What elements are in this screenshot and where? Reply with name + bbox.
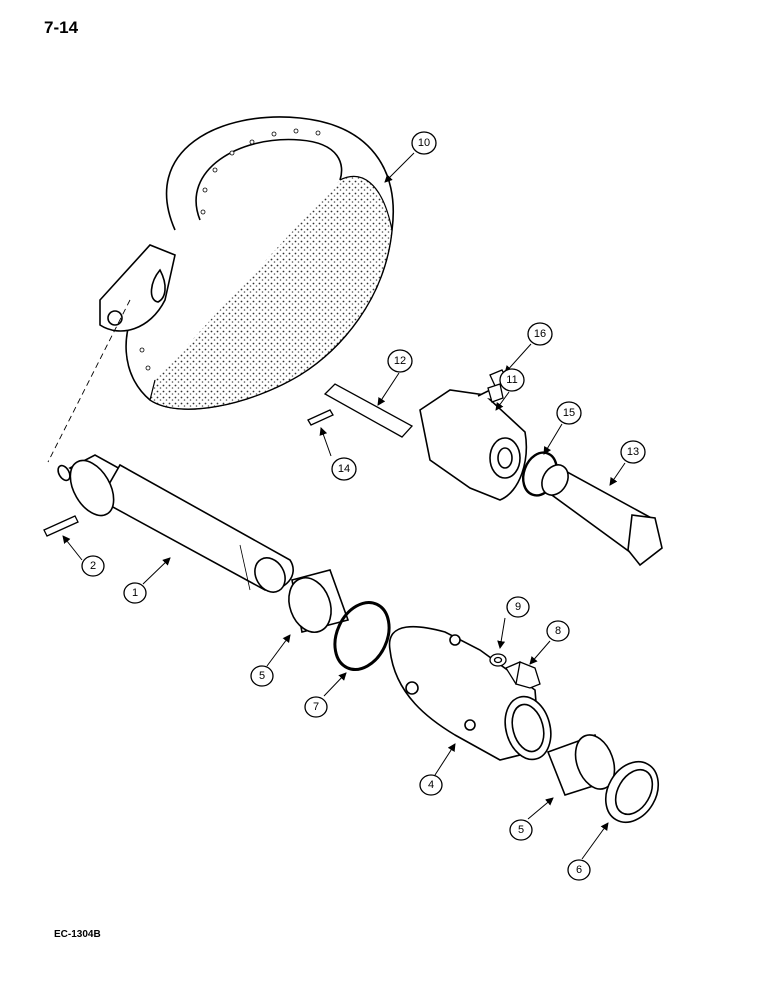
callout-8: 8 xyxy=(546,620,570,642)
callout-5-upper: 5 xyxy=(250,665,274,687)
roll-pin xyxy=(43,515,79,537)
callout-label: 11 xyxy=(506,374,517,386)
callout-13: 13 xyxy=(620,440,646,464)
bushing-upper xyxy=(288,569,350,633)
callout-10: 10 xyxy=(411,131,437,155)
callout-label: 4 xyxy=(428,779,434,791)
callout-label: 8 xyxy=(555,625,561,637)
alignment-dash-line xyxy=(47,299,131,463)
callout-1: 1 xyxy=(123,582,147,604)
brake-band xyxy=(99,116,394,410)
callout-label: 15 xyxy=(563,407,575,419)
bolt-8 xyxy=(505,661,541,689)
callout-14: 14 xyxy=(331,457,357,481)
callout-label: 10 xyxy=(418,137,430,149)
washer xyxy=(489,653,507,667)
callout-2: 2 xyxy=(81,555,105,577)
pin-12 xyxy=(323,383,414,438)
callout-label: 13 xyxy=(627,446,639,458)
callout-11: 11 xyxy=(499,368,525,392)
callout-6: 6 xyxy=(567,859,591,881)
callout-label: 7 xyxy=(313,701,319,713)
callout-label: 2 xyxy=(90,560,96,572)
callout-15: 15 xyxy=(556,401,582,425)
seal xyxy=(604,761,660,823)
pin-14 xyxy=(307,409,334,426)
callout-4: 4 xyxy=(419,774,443,796)
lever-11 xyxy=(419,388,528,501)
callout-label: 5 xyxy=(259,670,265,682)
callout-9: 9 xyxy=(506,596,530,618)
callout-label: 5 xyxy=(518,824,524,836)
housing xyxy=(388,625,552,761)
page-number: 7-14 xyxy=(44,18,79,37)
callout-label: 16 xyxy=(534,328,546,340)
callout-label: 1 xyxy=(132,587,138,599)
o-ring-large xyxy=(333,601,391,671)
figure-code: EC-1304B xyxy=(54,929,101,940)
callout-label: 12 xyxy=(394,355,406,367)
callout-12: 12 xyxy=(387,349,413,373)
callout-label: 9 xyxy=(515,601,521,613)
callout-label: 6 xyxy=(576,864,582,876)
bushing-lower xyxy=(546,733,616,796)
callout-5-lower: 5 xyxy=(509,819,533,841)
callout-7: 7 xyxy=(304,696,328,718)
shaft xyxy=(57,454,294,593)
callout-16: 16 xyxy=(527,322,553,346)
callout-label: 14 xyxy=(338,463,350,475)
leader-lines xyxy=(62,152,626,860)
pivot-pin-13 xyxy=(541,464,663,567)
